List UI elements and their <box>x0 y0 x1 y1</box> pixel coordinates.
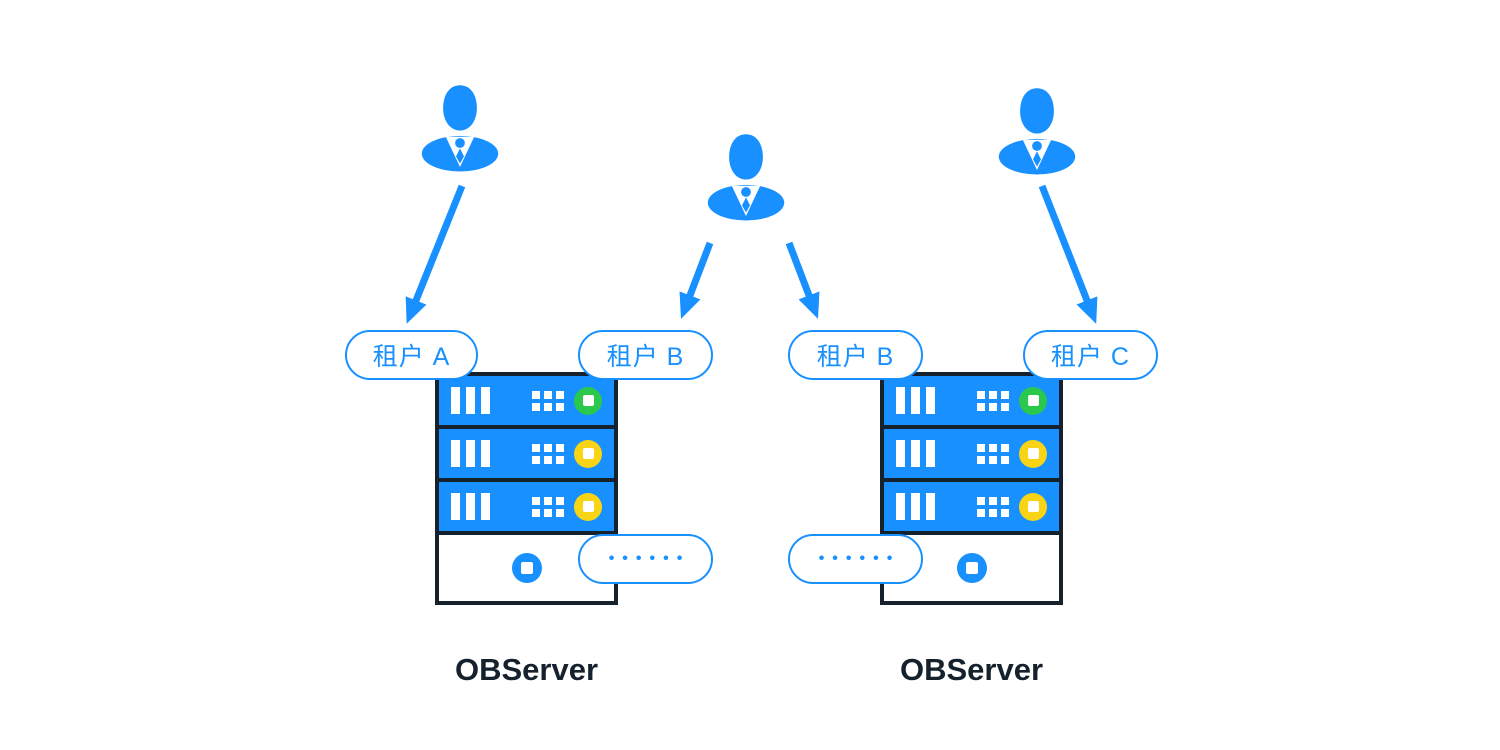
vent-grid-icon <box>977 496 1009 517</box>
vent-square <box>977 390 985 399</box>
drive-bays-icon <box>896 493 905 520</box>
businessperson-icon <box>707 134 785 221</box>
tenant-badge-a: 租户 A <box>345 330 478 380</box>
arrow-user1-tenant-a <box>405 184 466 324</box>
server-rack-left <box>435 372 618 605</box>
power-button-icon <box>511 553 542 583</box>
server-row <box>439 429 614 482</box>
vent-square <box>532 443 540 452</box>
user-icon-2 <box>706 131 786 221</box>
tenant-badge-b-left: 租户 B <box>578 330 713 380</box>
vent-grid-icon <box>532 390 564 411</box>
server-row <box>439 376 614 429</box>
drive-bays-icon <box>896 387 905 414</box>
vent-square <box>977 496 985 505</box>
server-row <box>884 376 1059 429</box>
user-icon-3 <box>997 85 1077 175</box>
power-button-icon <box>956 553 987 583</box>
status-led-green-icon <box>1019 386 1047 415</box>
businessperson-icon <box>421 85 499 172</box>
status-led-yellow-icon <box>574 492 602 521</box>
status-led-yellow-icon <box>574 439 602 468</box>
arrow-user3-tenant-c <box>1038 184 1098 324</box>
vent-square <box>532 390 540 399</box>
drive-bays-icon <box>896 440 905 467</box>
tenant-badge-c: 租户 C <box>1023 330 1158 380</box>
drive-bays-icon <box>451 387 460 414</box>
drive-bays-icon <box>451 493 460 520</box>
vent-square <box>532 496 540 505</box>
server-row <box>884 482 1059 535</box>
arrow-user2-tenant-b-right <box>785 241 820 319</box>
businessperson-icon <box>998 88 1076 175</box>
server-row <box>884 429 1059 482</box>
server-row <box>439 482 614 535</box>
more-tenants-badge-left: •••••• <box>578 534 713 584</box>
status-led-green-icon <box>574 386 602 415</box>
arrow-user2-tenant-b-left <box>679 241 714 319</box>
server-label-left: OBServer <box>454 652 599 687</box>
status-led-yellow-icon <box>1019 492 1047 521</box>
vent-square <box>977 443 985 452</box>
vent-grid-icon <box>977 443 1009 464</box>
vent-grid-icon <box>977 390 1009 411</box>
vent-grid-icon <box>532 443 564 464</box>
tenant-badge-b-right: 租户 B <box>788 330 923 380</box>
user-icon-1 <box>420 82 500 172</box>
vent-grid-icon <box>532 496 564 517</box>
drive-bays-icon <box>451 440 460 467</box>
status-led-yellow-icon <box>1019 439 1047 468</box>
server-label-right: OBServer <box>899 652 1044 687</box>
more-tenants-badge-right: •••••• <box>788 534 923 584</box>
